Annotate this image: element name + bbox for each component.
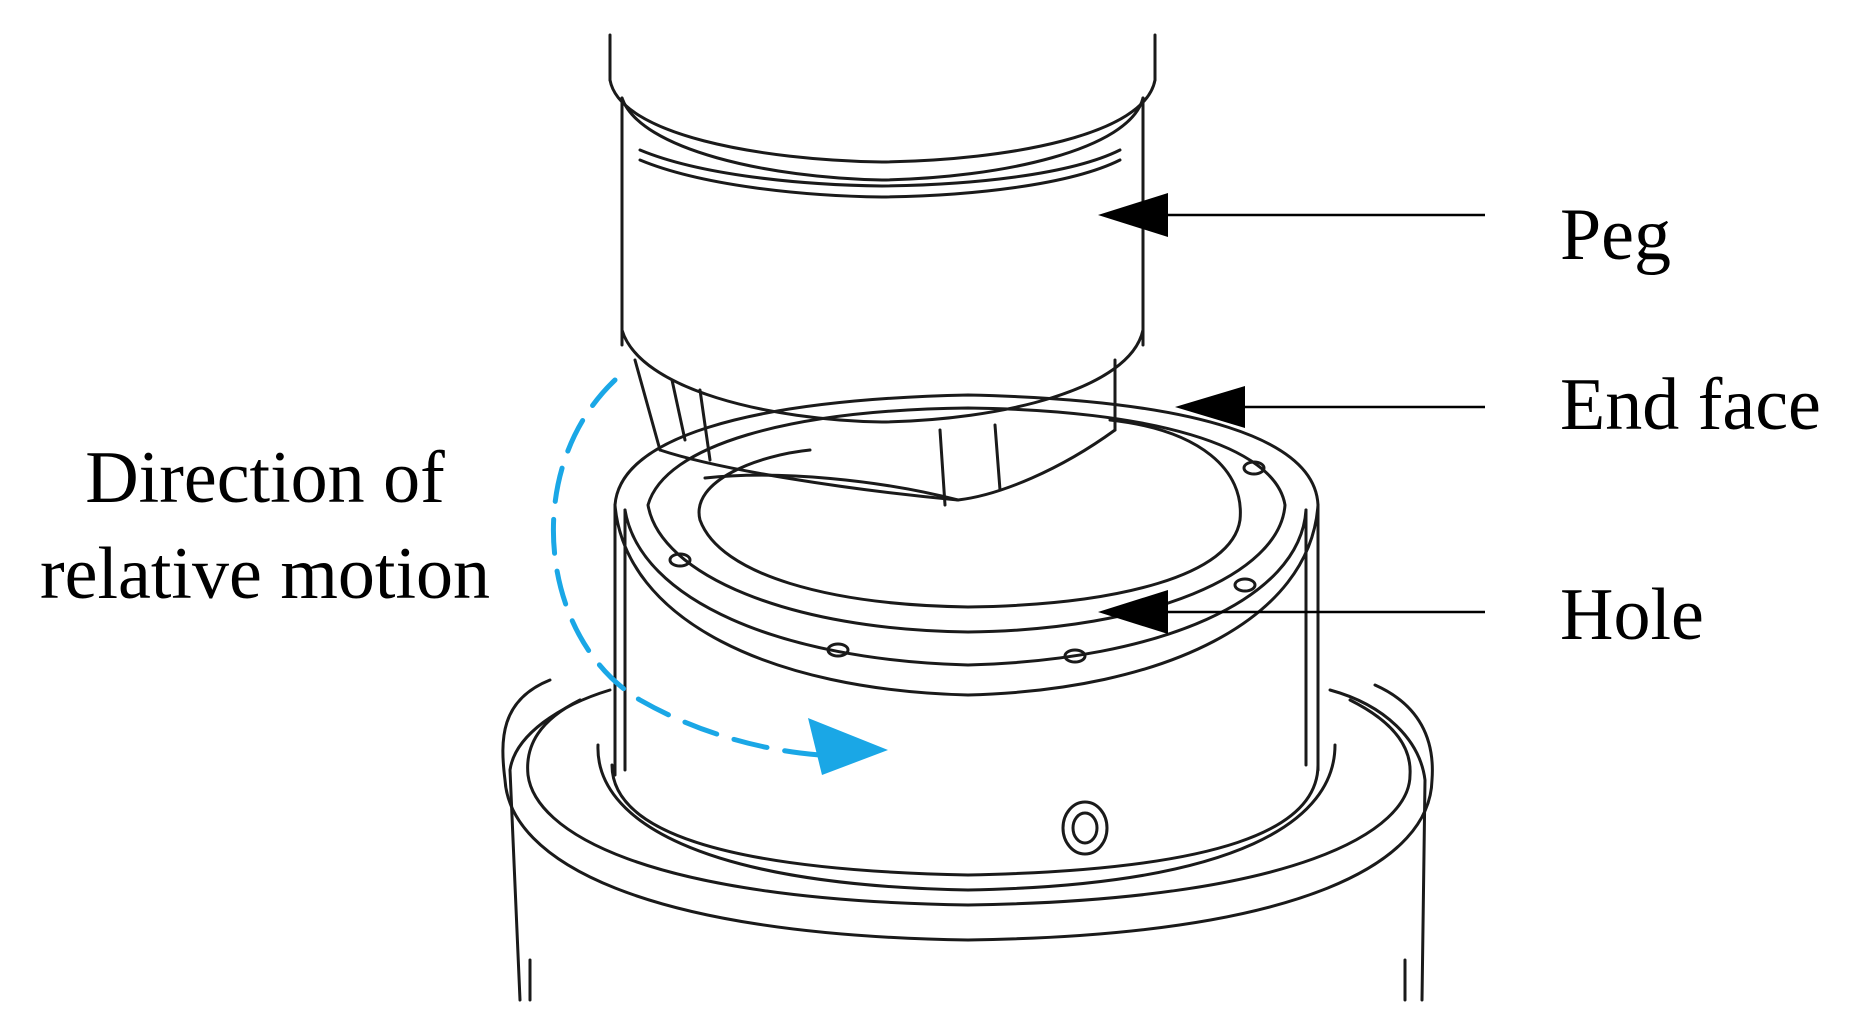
motion-direction-label-line1: Direction of xyxy=(85,437,445,519)
peg-body xyxy=(608,33,1157,507)
bolt-holes xyxy=(668,460,1266,664)
motion-direction-arrow xyxy=(550,377,888,775)
callout-peg-arrow xyxy=(1098,193,1485,237)
base-flange xyxy=(501,678,1434,1002)
motion-direction-label-line2: relative motion xyxy=(39,533,491,615)
callout-end-face-arrow xyxy=(1175,386,1485,428)
end-face-label: End face xyxy=(1560,364,1821,446)
hole-body xyxy=(613,393,1320,777)
side-port xyxy=(1061,800,1109,856)
end-face-ring xyxy=(646,406,1287,634)
callout-hole-arrow xyxy=(1098,590,1485,634)
motion-direction-label: Direction of relative motion xyxy=(10,430,520,622)
hole-label: Hole xyxy=(1560,574,1704,656)
peg-label: Peg xyxy=(1560,194,1671,276)
